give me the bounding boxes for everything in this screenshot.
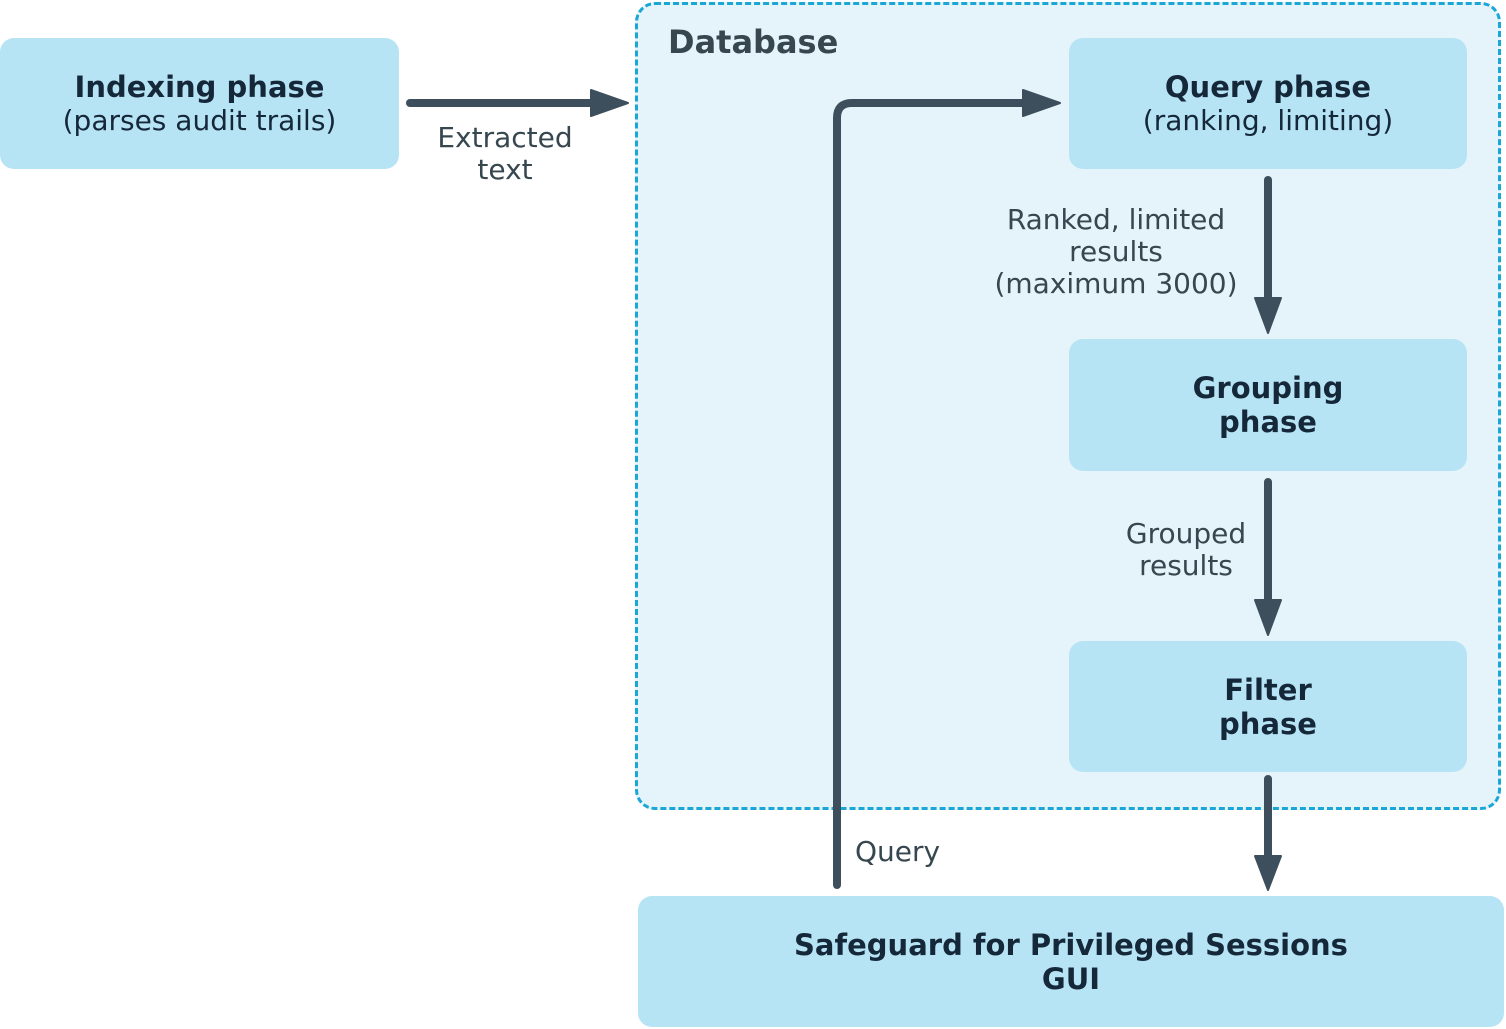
database-title: Database xyxy=(668,23,839,61)
ranked-results-line3: (maximum 3000) xyxy=(994,267,1238,300)
ranked-results-line1: Ranked, limited xyxy=(1006,203,1226,236)
arrow-query xyxy=(833,89,1061,889)
arrow-extracted-text xyxy=(406,89,629,117)
query-phase-title: Query phase xyxy=(1164,69,1372,104)
grouped-results-label: Grouped results xyxy=(1110,518,1262,582)
arrow-filter-to-gui xyxy=(1254,775,1282,891)
spsgui-box: Safeguard for Privileged Sessions GUI xyxy=(638,896,1504,1027)
indexing-phase-title: Indexing phase xyxy=(74,69,325,104)
arrow-ranked-results xyxy=(1254,176,1282,334)
extracted-text-line2: text xyxy=(477,153,533,186)
filter-phase-line1: Filter xyxy=(1224,672,1312,707)
grouping-phase-box: Grouping phase xyxy=(1069,339,1467,471)
ranked-results-label: Ranked, limited results (maximum 3000) xyxy=(975,204,1257,300)
extracted-text-label: Extracted text xyxy=(420,122,590,186)
spsgui-line1: Safeguard for Privileged Sessions xyxy=(794,927,1348,962)
grouping-phase-line1: Grouping xyxy=(1192,371,1344,405)
ranked-results-line2: results xyxy=(1069,235,1163,268)
filter-phase-line2: phase xyxy=(1219,706,1317,741)
grouping-phase-line2: phase xyxy=(1219,405,1317,439)
extracted-text-line1: Extracted xyxy=(437,121,573,154)
spsgui-line2: GUI xyxy=(1041,961,1101,996)
grouped-results-line1: Grouped xyxy=(1125,517,1247,550)
indexing-phase-box: Indexing phase (parses audit trails) xyxy=(0,38,399,169)
query-phase-subtitle: (ranking, limiting) xyxy=(1142,103,1394,137)
indexing-phase-subtitle: (parses audit trails) xyxy=(62,103,337,137)
filter-phase-box: Filter phase xyxy=(1069,641,1467,772)
grouped-results-line2: results xyxy=(1139,549,1233,582)
query-label: Query xyxy=(855,835,941,868)
arrow-grouped-results xyxy=(1254,478,1282,636)
query-phase-box: Query phase (ranking, limiting) xyxy=(1069,38,1467,169)
